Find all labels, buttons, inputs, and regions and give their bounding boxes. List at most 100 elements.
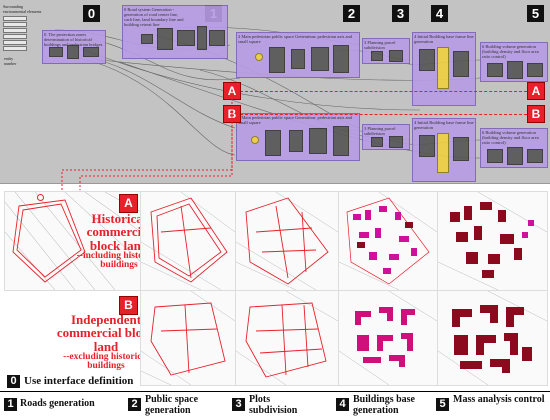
legend-2-text: Public space generation [145, 394, 199, 416]
legend-4-number: 4 [336, 398, 349, 411]
map-row-b-step-4 [338, 290, 438, 386]
group-2b-public-space[interactable]: 2 Main pedestrian public space Generatio… [236, 113, 360, 161]
row-a-caption-main: Historical commercial block land [86, 211, 152, 253]
map-row-b-step-3 [235, 290, 339, 386]
param-slider[interactable] [3, 16, 27, 21]
legend-2-number: 2 [128, 398, 141, 411]
component-node[interactable] [487, 63, 503, 77]
param-slider[interactable] [3, 34, 27, 39]
map-row-a-step-3 [235, 191, 339, 291]
row-b-caption-sub: --excluding historical buildings [63, 351, 149, 372]
component-node[interactable] [141, 34, 153, 44]
component-node[interactable] [265, 130, 281, 156]
legend-1-text: Roads generation [20, 398, 95, 409]
group-1-road-system[interactable]: 0 Road system Generation - generation of… [122, 5, 228, 59]
step-3-badge: 3 [392, 5, 409, 22]
group-0-protection-zones[interactable]: 0. The protection zones determination of… [42, 30, 106, 64]
component-node[interactable] [255, 53, 263, 61]
group-4a-building-base[interactable]: 4 Initial Building base frame line gener… [412, 32, 476, 106]
component-node[interactable] [49, 47, 63, 57]
param-slider[interactable] [3, 40, 27, 45]
component-node[interactable] [333, 126, 349, 156]
group-0-label: 0. The protection zones determination of… [44, 32, 103, 47]
component-node[interactable] [527, 149, 543, 163]
step-2-badge: 2 [343, 5, 360, 22]
component-node[interactable] [67, 45, 79, 59]
param-slider[interactable] [3, 28, 27, 33]
component-node[interactable] [157, 28, 173, 50]
grasshopper-canvas: 0 1 2 3 4 5 Surrounding environmental el… [0, 0, 550, 184]
param-slider[interactable] [3, 22, 27, 27]
group-5a-label: 6 Building volume generation (building d… [482, 44, 539, 59]
parameter-panel: Surrounding environmental elements [3, 4, 47, 51]
legend-1-number: 1 [4, 398, 17, 411]
group-2b-label: 2 Main pedestrian public space Generatio… [238, 115, 352, 125]
component-node[interactable] [453, 137, 469, 161]
row-b-caption-main: Independent commercial block land [56, 312, 156, 354]
row-b-caption: Independent commercial block land --excl… [50, 313, 162, 372]
step-4-badge: 4 [431, 5, 448, 22]
component-node[interactable] [487, 149, 503, 163]
map-row-a-step-4 [338, 191, 438, 291]
row-a-divider [240, 91, 527, 92]
row-b-divider [240, 114, 527, 115]
row-a-caption-sub: --including historical buildings [76, 250, 162, 271]
component-node[interactable] [507, 61, 523, 79]
component-node[interactable] [251, 136, 259, 144]
group-5b-label: 6 Building volume generation (building d… [482, 130, 539, 145]
red-dot-marker [37, 194, 44, 201]
group-2a-label: 2 Main pedestrian public space Generatio… [238, 34, 352, 44]
component-node[interactable] [527, 63, 543, 77]
group-5a-volume-generation[interactable]: 6 Building volume generation (building d… [480, 42, 548, 82]
param-slider[interactable] [3, 46, 27, 51]
group-2a-public-space[interactable]: 2 Main pedestrian public space Generatio… [236, 32, 360, 78]
group-3a-parcel-subdivision[interactable]: 3 Planning parcel subdivision [362, 38, 410, 64]
group-3b-label: 3 Planning parcel subdivision [364, 126, 396, 136]
step-0-badge: 0 [83, 5, 100, 22]
step-5-badge: 5 [527, 5, 544, 22]
row-a-caption: Historical commercial block land --inclu… [76, 212, 162, 271]
component-node[interactable] [419, 49, 435, 71]
component-node[interactable] [269, 47, 285, 73]
component-node[interactable] [333, 45, 349, 73]
legend-0-number: 0 [7, 375, 20, 388]
component-node[interactable] [197, 26, 207, 50]
map-row-b-step-5 [437, 290, 548, 386]
legend-4-text: Buildings base generation [353, 394, 415, 416]
group-1-label: 0 Road system Generation - generation of… [124, 7, 184, 27]
component-node[interactable] [309, 128, 327, 154]
legend-5-text: Mass analysis control [453, 394, 545, 405]
group-4b-label: 4 Initial Building base frame line gener… [414, 120, 474, 130]
legend-bar: 1 Roads generation 2 Public space genera… [0, 391, 550, 420]
component-node[interactable] [311, 47, 329, 71]
group-4b-building-base[interactable]: 4 Initial Building base frame line gener… [412, 118, 476, 182]
group-3a-label: 3 Planning parcel subdivision [364, 40, 396, 50]
component-node[interactable] [209, 30, 225, 46]
map-row-a-step-5 [437, 191, 548, 291]
row-b-label-box: B [119, 296, 138, 315]
legend-3-text: Plots subdivision [249, 394, 298, 416]
component-node[interactable] [289, 130, 303, 152]
row-a-label-box: A [119, 194, 138, 213]
component-node[interactable] [437, 133, 449, 173]
component-node[interactable] [389, 136, 403, 148]
component-node[interactable] [83, 47, 99, 57]
map-row-a-step-2 [140, 191, 236, 291]
map-row-b-step-2 [140, 290, 236, 386]
group-4a-label: 4 Initial Building base frame line gener… [414, 34, 474, 44]
component-node[interactable] [291, 49, 305, 69]
component-node[interactable] [507, 147, 523, 165]
component-node[interactable] [437, 47, 449, 89]
component-node[interactable] [177, 30, 195, 46]
component-node[interactable] [371, 137, 383, 147]
component-node[interactable] [389, 50, 403, 62]
marker-a-right: A [527, 82, 545, 100]
component-node[interactable] [453, 51, 469, 77]
marker-b-right: B [527, 105, 545, 123]
group-3b-parcel-subdivision[interactable]: 3 Planning parcel subdivision [362, 124, 410, 150]
component-node[interactable] [419, 135, 435, 157]
legend-3-number: 3 [232, 398, 245, 411]
group-5b-volume-generation[interactable]: 6 Building volume generation (building d… [480, 128, 548, 168]
legend-0-text: Use interface definition [24, 375, 134, 387]
component-node[interactable] [371, 51, 383, 61]
